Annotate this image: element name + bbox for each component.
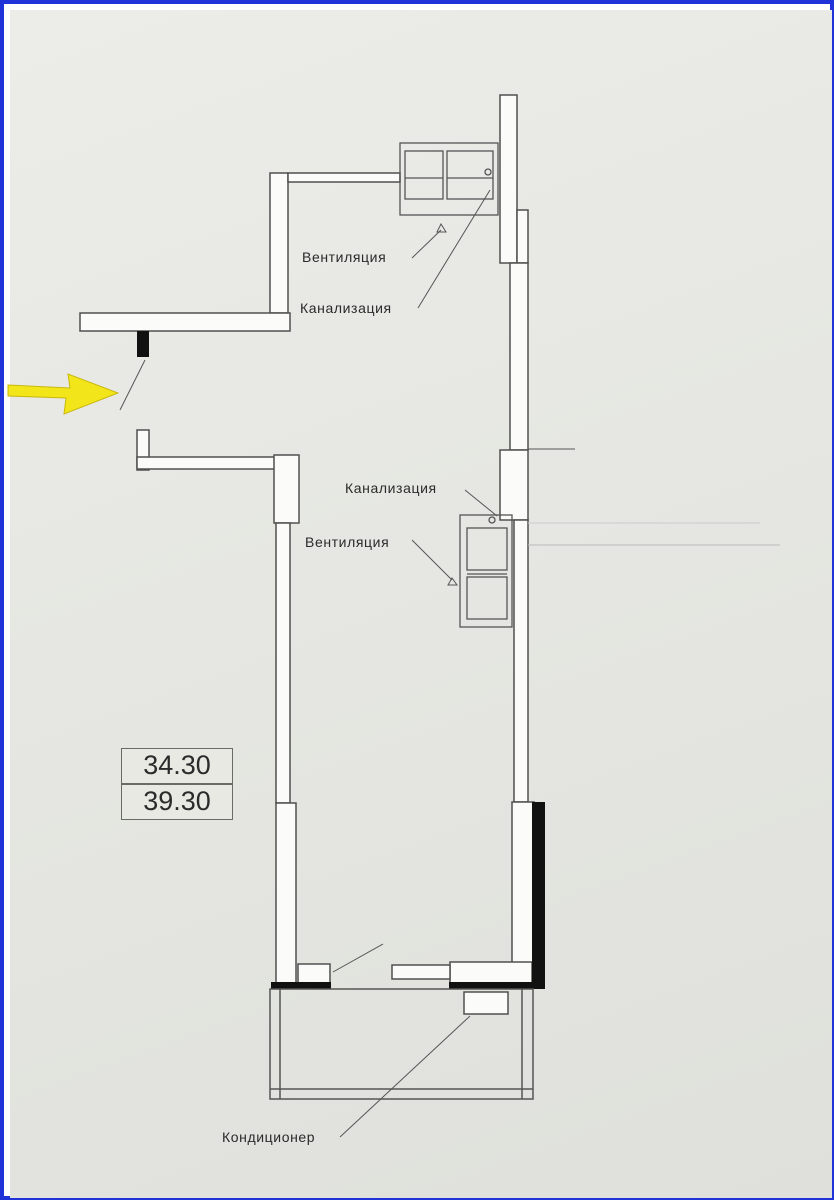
- label-ventilation-mid: Вентиляция: [305, 534, 390, 550]
- label-sewer-top: Канализация: [300, 300, 392, 316]
- label-sewer-mid: Канализация: [345, 480, 437, 496]
- arrow-right-icon: [7, 373, 120, 415]
- living-area-value: 34.30: [121, 748, 233, 784]
- total-area-value: 39.30: [121, 784, 233, 820]
- balcony-door-panel: [391, 964, 451, 980]
- label-air-conditioner: Кондиционер: [222, 1129, 316, 1145]
- wall-right-long: [513, 519, 529, 803]
- wall-dark-right: [532, 802, 545, 987]
- wall-upper-vertical: [269, 172, 289, 314]
- kitchen-unit-top: [399, 142, 499, 216]
- balcony-outline: [269, 988, 534, 1100]
- wall-right-top-column: [499, 94, 518, 264]
- wall-dark-post: [137, 331, 149, 357]
- wall-right-window-segment: [511, 801, 535, 983]
- wall-upper-horizontal: [79, 312, 291, 332]
- floor-plan-sheet: [10, 10, 832, 1198]
- wall-right-upper: [509, 262, 529, 451]
- bathroom-unit-mid: [459, 514, 513, 628]
- wall-left-long: [275, 522, 291, 804]
- wall-right-mid-column: [499, 449, 529, 521]
- wall-lower-stub-horizontal: [136, 456, 276, 470]
- wall-dark-bottom-left: [271, 982, 331, 989]
- ac-unit-box: [463, 991, 509, 1015]
- wall-dark-bottom-right: [449, 982, 545, 989]
- label-ventilation-top: Вентиляция: [302, 249, 387, 265]
- wall-left-window-segment: [275, 802, 297, 984]
- wall-left-column: [273, 454, 300, 524]
- wall-right-top-side: [516, 209, 529, 264]
- wall-top-stub: [287, 172, 401, 183]
